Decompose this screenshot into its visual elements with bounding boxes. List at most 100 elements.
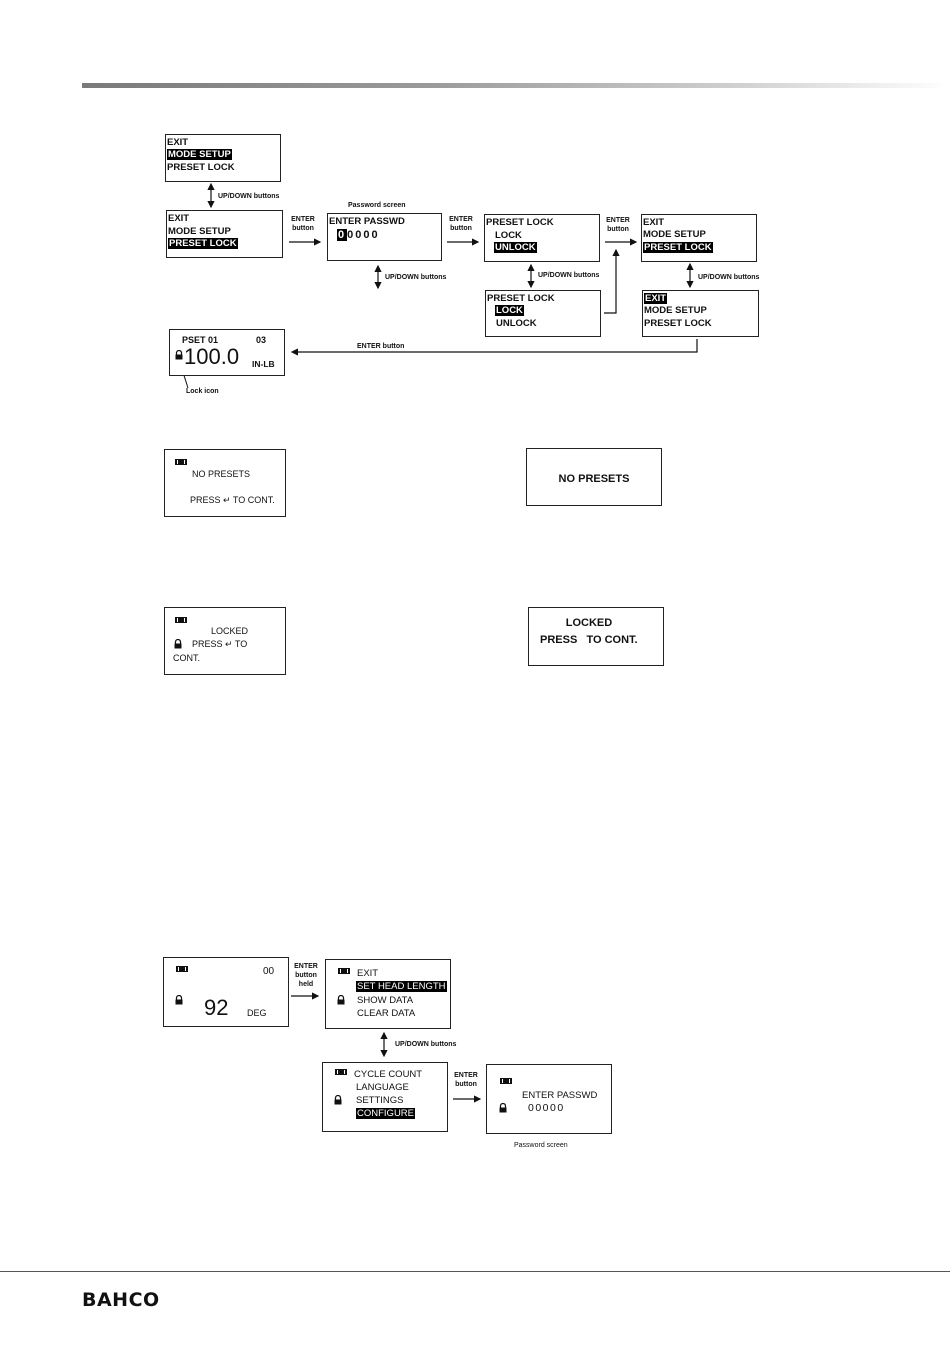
lock-icon (175, 995, 183, 1005)
button-label: button (450, 225, 472, 232)
enter-symbol-icon: ↵ (225, 639, 233, 649)
menu-line-selected: SET HEAD LENGTH (356, 981, 447, 992)
option-unlock: UNLOCK (496, 318, 537, 329)
menu-line: MODE SETUP (168, 226, 231, 237)
menu-screen-preset-lock: EXIT MODE SETUP PRESET LOCK (641, 214, 757, 262)
locked-message: LOCKED (211, 626, 249, 636)
menu-screen-exit: EXIT MODE SETUP PRESET LOCK (642, 290, 759, 337)
press-to-cont-text: PRESS TO CONT. (540, 634, 638, 646)
lock-icon (499, 1103, 507, 1113)
button-label: button (607, 226, 629, 233)
option-lock: LOCK (495, 230, 522, 241)
menu-line: MODE SETUP (643, 229, 706, 240)
button-label: button (455, 1081, 477, 1088)
password-screen-2: ENTER PASSWD 00000 (486, 1064, 612, 1134)
lock-icon (174, 639, 182, 649)
no-presets-screen-lcd: NO PRESETS PRESS ↵ TO CONT. (164, 449, 286, 517)
menu-screen-preset-lock: EXIT MODE SETUP PRESET LOCK (166, 210, 283, 258)
menu-line-selected: MODE SETUP (167, 149, 232, 160)
enter-label: ENTER (606, 217, 630, 224)
lock-icon (337, 995, 345, 1005)
option-unlock-selected: UNLOCK (494, 242, 537, 253)
updown-label: UP/DOWN buttons (395, 1041, 457, 1048)
battery-icon (175, 617, 187, 623)
bahco-logo: BAHCO (82, 1289, 160, 1311)
footer-rule (0, 1271, 950, 1272)
no-presets-message: NO PRESETS (192, 469, 251, 479)
angle-counter: 00 (263, 966, 275, 977)
lock-icon (175, 350, 183, 360)
battery-icon (175, 459, 187, 465)
option-lock-selected: LOCK (495, 305, 524, 316)
password-screen-caption: Password screen (348, 202, 406, 209)
password-screen-caption: Password screen (514, 1142, 568, 1149)
press-text: PRESS (190, 495, 221, 505)
password-title: ENTER PASSWD (329, 216, 405, 227)
preset-lock-screen-unlock: PRESET LOCK LOCK UNLOCK (484, 214, 600, 262)
menu-line: CLEAR DATA (357, 1008, 416, 1019)
angle-main-screen: 00 92 DEG (163, 957, 289, 1027)
torque-unit: IN-LB (252, 359, 275, 369)
updown-label: UP/DOWN buttons (698, 274, 760, 281)
menu-line: LANGUAGE (356, 1082, 409, 1093)
menu-screen-mode-setup: EXIT MODE SETUP PRESET LOCK (165, 134, 281, 182)
menu-line: EXIT (167, 137, 189, 148)
menu-line: MODE SETUP (644, 305, 707, 316)
battery-icon (338, 968, 350, 974)
menu-line: EXIT (357, 968, 379, 979)
menu-line: PRESET LOCK (644, 318, 712, 329)
enter-label: ENTER (454, 1072, 478, 1079)
cont-text: CONT. (173, 653, 200, 663)
enter-label: ENTER (449, 216, 473, 223)
locked-screen-display: LOCKED PRESS TO CONT. (528, 607, 664, 666)
battery-icon (335, 1069, 347, 1075)
press-text: PRESS (192, 639, 223, 649)
updown-label: UP/DOWN buttons (218, 193, 280, 200)
menu-line: EXIT (168, 213, 190, 224)
lock-icon (334, 1095, 342, 1105)
password-cursor-digit: 0 (337, 229, 348, 241)
enter-label: ENTER (291, 216, 315, 223)
menu-line-selected: EXIT (644, 293, 668, 304)
no-presets-screen-display: NO PRESETS (526, 448, 662, 506)
service-menu-screen-1: EXIT SET HEAD LENGTH SHOW DATA CLEAR DAT… (325, 959, 451, 1029)
button-label: button (295, 972, 317, 979)
pset-number: 03 (256, 335, 267, 345)
enter-label: ENTER (294, 963, 318, 970)
menu-line: PRESET LOCK (167, 162, 235, 173)
menu-line-selected: PRESET LOCK (168, 238, 238, 249)
preset-lock-screen-lock: PRESET LOCK LOCK UNLOCK (485, 290, 601, 337)
updown-label: UP/DOWN buttons (385, 274, 447, 281)
angle-value: 92 (204, 995, 229, 1020)
menu-line: EXIT (643, 217, 665, 228)
locked-message: LOCKED (565, 617, 613, 629)
button-label: button (292, 225, 314, 232)
menu-line: SETTINGS (356, 1095, 404, 1106)
password-digits: 00000 (528, 1102, 565, 1114)
main-pset-screen: PSET 01 03 100.0 IN-LB (169, 329, 285, 376)
menu-line: SHOW DATA (357, 995, 414, 1006)
angle-unit: DEG (247, 1008, 267, 1018)
connector-arrow (604, 248, 620, 314)
service-menu-screen-2: CYCLE COUNT LANGUAGE SETTINGS CONFIGURE (322, 1062, 448, 1132)
enter-button-label: ENTER button (357, 343, 405, 350)
preset-lock-title: PRESET LOCK (487, 293, 555, 304)
menu-line: CYCLE COUNT (354, 1069, 423, 1080)
password-screen: ENTER PASSWD 00000 (327, 213, 442, 261)
locked-screen-lcd: LOCKED PRESS ↵ TO CONT. (164, 607, 286, 675)
enter-symbol-icon: ↵ (223, 495, 231, 505)
password-digits: 0000 (347, 229, 380, 241)
preset-lock-title: PRESET LOCK (486, 217, 554, 228)
menu-line-selected: CONFIGURE (356, 1108, 415, 1119)
header-rule (82, 83, 950, 88)
password-title: ENTER PASSWD (522, 1090, 598, 1101)
lock-icon-label: Lock icon (186, 388, 219, 395)
enter-return-arrow (290, 339, 698, 356)
pset-label: PSET 01 (182, 335, 219, 345)
updown-label: UP/DOWN buttons (538, 272, 600, 279)
torque-value: 100.0 (184, 344, 240, 369)
held-label: held (298, 981, 314, 988)
battery-icon (500, 1078, 512, 1084)
menu-line-selected: PRESET LOCK (643, 242, 713, 253)
